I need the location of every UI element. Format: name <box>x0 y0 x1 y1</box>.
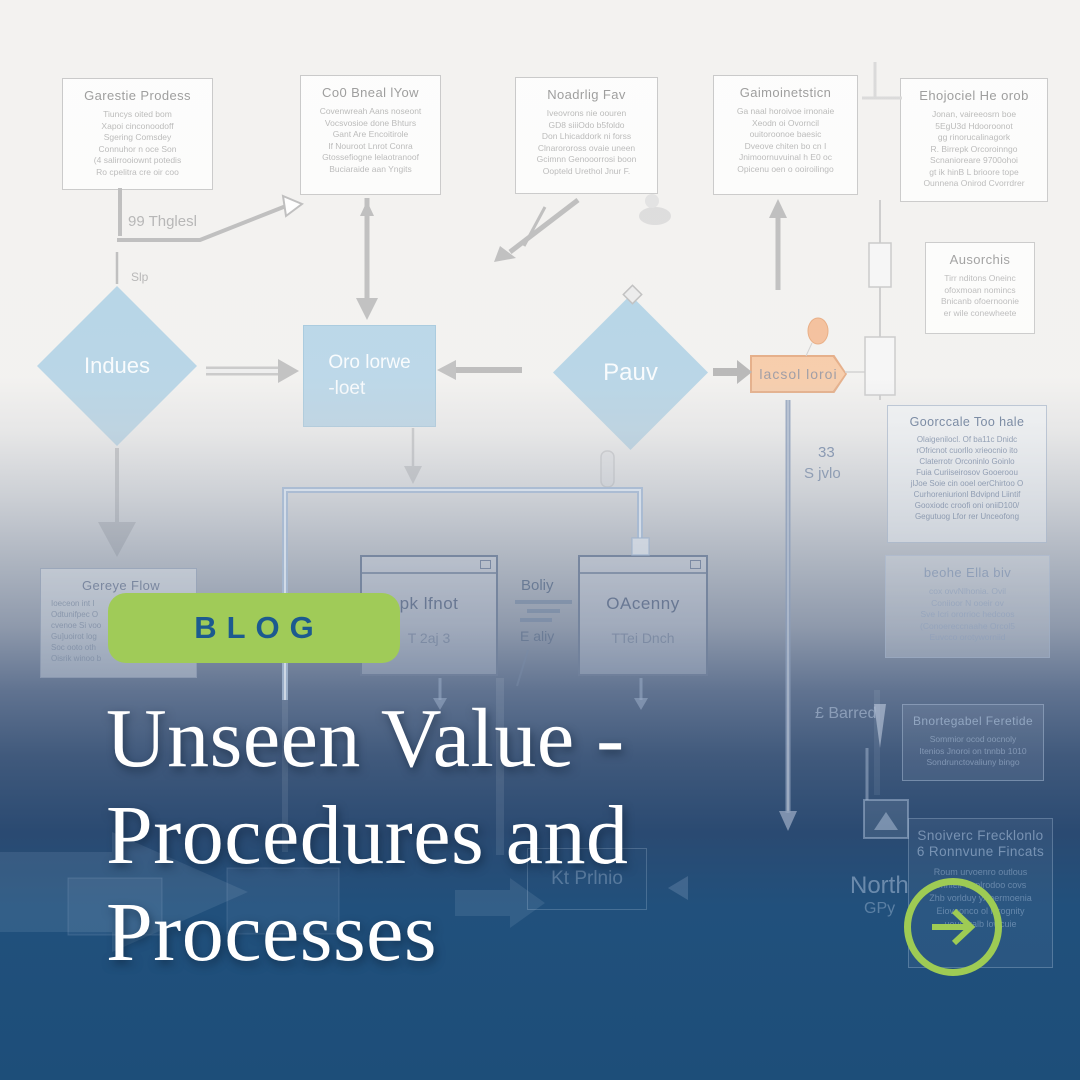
cloud-icon <box>639 194 671 225</box>
next-arrow-button[interactable] <box>904 878 1002 976</box>
small-device-icons <box>600 242 896 488</box>
flow-label-sjvlo: S jvlo <box>804 465 841 482</box>
window-titlebar <box>362 557 496 574</box>
flow-label-gpy: GPy <box>864 900 896 917</box>
blog-badge-label: BLOG <box>194 610 324 645</box>
flow-label-33: 33 <box>818 444 835 461</box>
flow-window-oacenny: OAcenny TTei Dnch <box>578 555 708 676</box>
flow-label-barred: £ Barred <box>815 705 877 722</box>
window-titlebar <box>580 557 706 574</box>
balloon-icon <box>805 317 829 357</box>
arrow-right-icon <box>932 908 976 946</box>
flow-box-ktprint: Kt Prlnio <box>527 848 647 910</box>
flow-box-bnortegabel: Bnortegabel Feretide Sommior ocod oocnol… <box>902 704 1044 781</box>
flow-label-boliy: Boliy <box>521 577 554 594</box>
window-controls-icon <box>690 560 701 569</box>
blog-badge: BLOG <box>108 593 400 663</box>
window-controls-icon <box>480 560 491 569</box>
flow-box-goorccale: Goorccale Too hale Olaigenilocl. Of ba11… <box>887 405 1047 543</box>
arrowheads <box>98 194 787 557</box>
flow-label-ealiy: E aliy <box>520 628 555 644</box>
flow-label-north: North <box>850 872 909 899</box>
